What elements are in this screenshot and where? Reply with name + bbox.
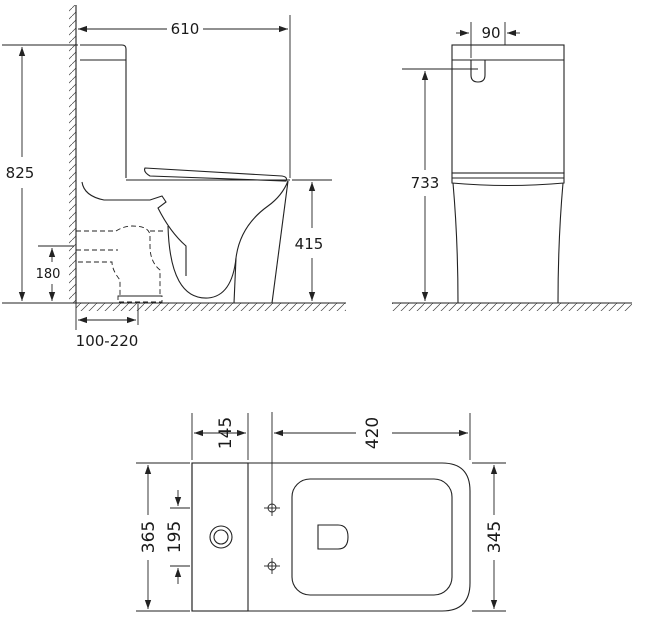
dim-100-220: 100-220 [76,332,139,350]
dim-610: 610 [171,20,200,38]
dim-825: 825 [6,164,35,182]
button-circle-icon [209,525,233,549]
dim-345: 345 [485,521,505,553]
tank-outline [80,44,127,178]
fixing-hole-icon [264,558,280,574]
floor-hatch-side [76,303,346,311]
dim-415: 415 [295,235,324,253]
wall-hatch [69,5,76,303]
drain-d-icon [317,524,349,550]
top-outline [191,462,471,612]
fixing-hole-icon [264,500,280,516]
dim-145: 145 [216,417,236,449]
bowl-outline [81,181,187,276]
floor-hatch-front [392,303,632,311]
dim-90: 90 [481,24,500,42]
dim-180: 180 [36,267,61,282]
bowl-opening [291,478,453,596]
flush-button-icon [470,60,486,83]
dim-733: 733 [411,174,440,192]
top-view: 145 420 365 195 345 [136,412,506,612]
side-view: 610 825 180 415 100-220 [2,5,346,350]
outlet-pipe [76,225,161,297]
seat-lid [144,167,288,182]
front-view: 90 733 [392,22,632,311]
dim-365: 365 [139,521,159,553]
dim-195: 195 [165,521,185,553]
dim-420: 420 [363,417,383,449]
